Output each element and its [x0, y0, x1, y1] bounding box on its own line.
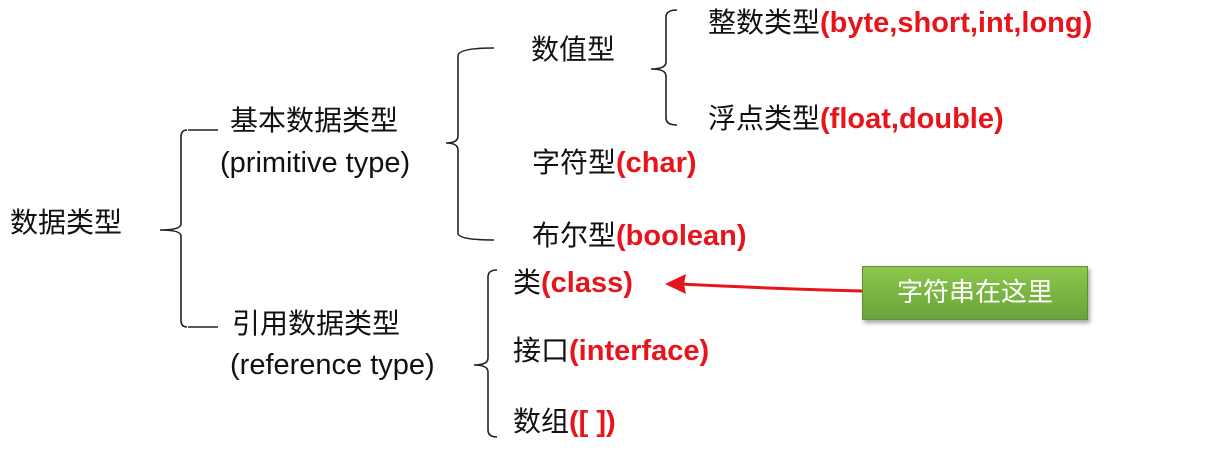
primitive-label-en: (primitive type) — [220, 147, 411, 179]
root-brace — [159, 129, 188, 328]
boolean-type-item: 布尔型(boolean) — [532, 219, 747, 253]
primitive-brace — [445, 47, 495, 241]
boolean-type-label-en: (boolean) — [616, 220, 747, 252]
primitive-label-cn: 基本数据类型 — [230, 104, 399, 137]
boolean-type-label-cn: 布尔型 — [532, 219, 617, 252]
string-callout-box: 字符串在这里 — [862, 266, 1088, 320]
array-type-item: 数组([ ]) — [513, 405, 616, 439]
numeric-brace — [650, 9, 678, 126]
float-type-label-en: (float,double) — [820, 103, 1004, 135]
root-label: 数据类型 — [10, 206, 123, 239]
class-type-label-en: (class) — [541, 267, 633, 299]
callout-arrow-line — [679, 282, 863, 293]
integer-type-item: 整数类型(byte,short,int,long) — [708, 6, 1092, 40]
float-type-item: 浮点类型(float,double) — [708, 102, 1004, 136]
array-type-label-en: ([ ]) — [569, 406, 616, 438]
array-type-label-cn: 数组 — [513, 405, 570, 438]
callout-arrow-head — [665, 274, 686, 294]
interface-type-label-cn: 接口 — [513, 334, 570, 367]
reference-brace — [473, 269, 498, 438]
class-type-label-cn: 类 — [513, 266, 542, 299]
numeric-label: 数值型 — [531, 33, 616, 66]
integer-type-label-en: (byte,short,int,long) — [820, 7, 1093, 39]
char-type-label-cn: 字符型 — [532, 146, 617, 179]
char-type-item: 字符型(char) — [532, 146, 697, 180]
float-type-label-cn: 浮点类型 — [708, 102, 821, 135]
char-type-label-en: (char) — [616, 147, 697, 179]
integer-type-label-cn: 整数类型 — [708, 6, 821, 39]
interface-type-item: 接口(interface) — [513, 334, 709, 368]
reference-label-en: (reference type) — [230, 349, 435, 381]
reference-label-cn: 引用数据类型 — [232, 307, 401, 340]
class-type-item: 类(class) — [513, 266, 633, 300]
interface-type-label-en: (interface) — [569, 335, 710, 367]
